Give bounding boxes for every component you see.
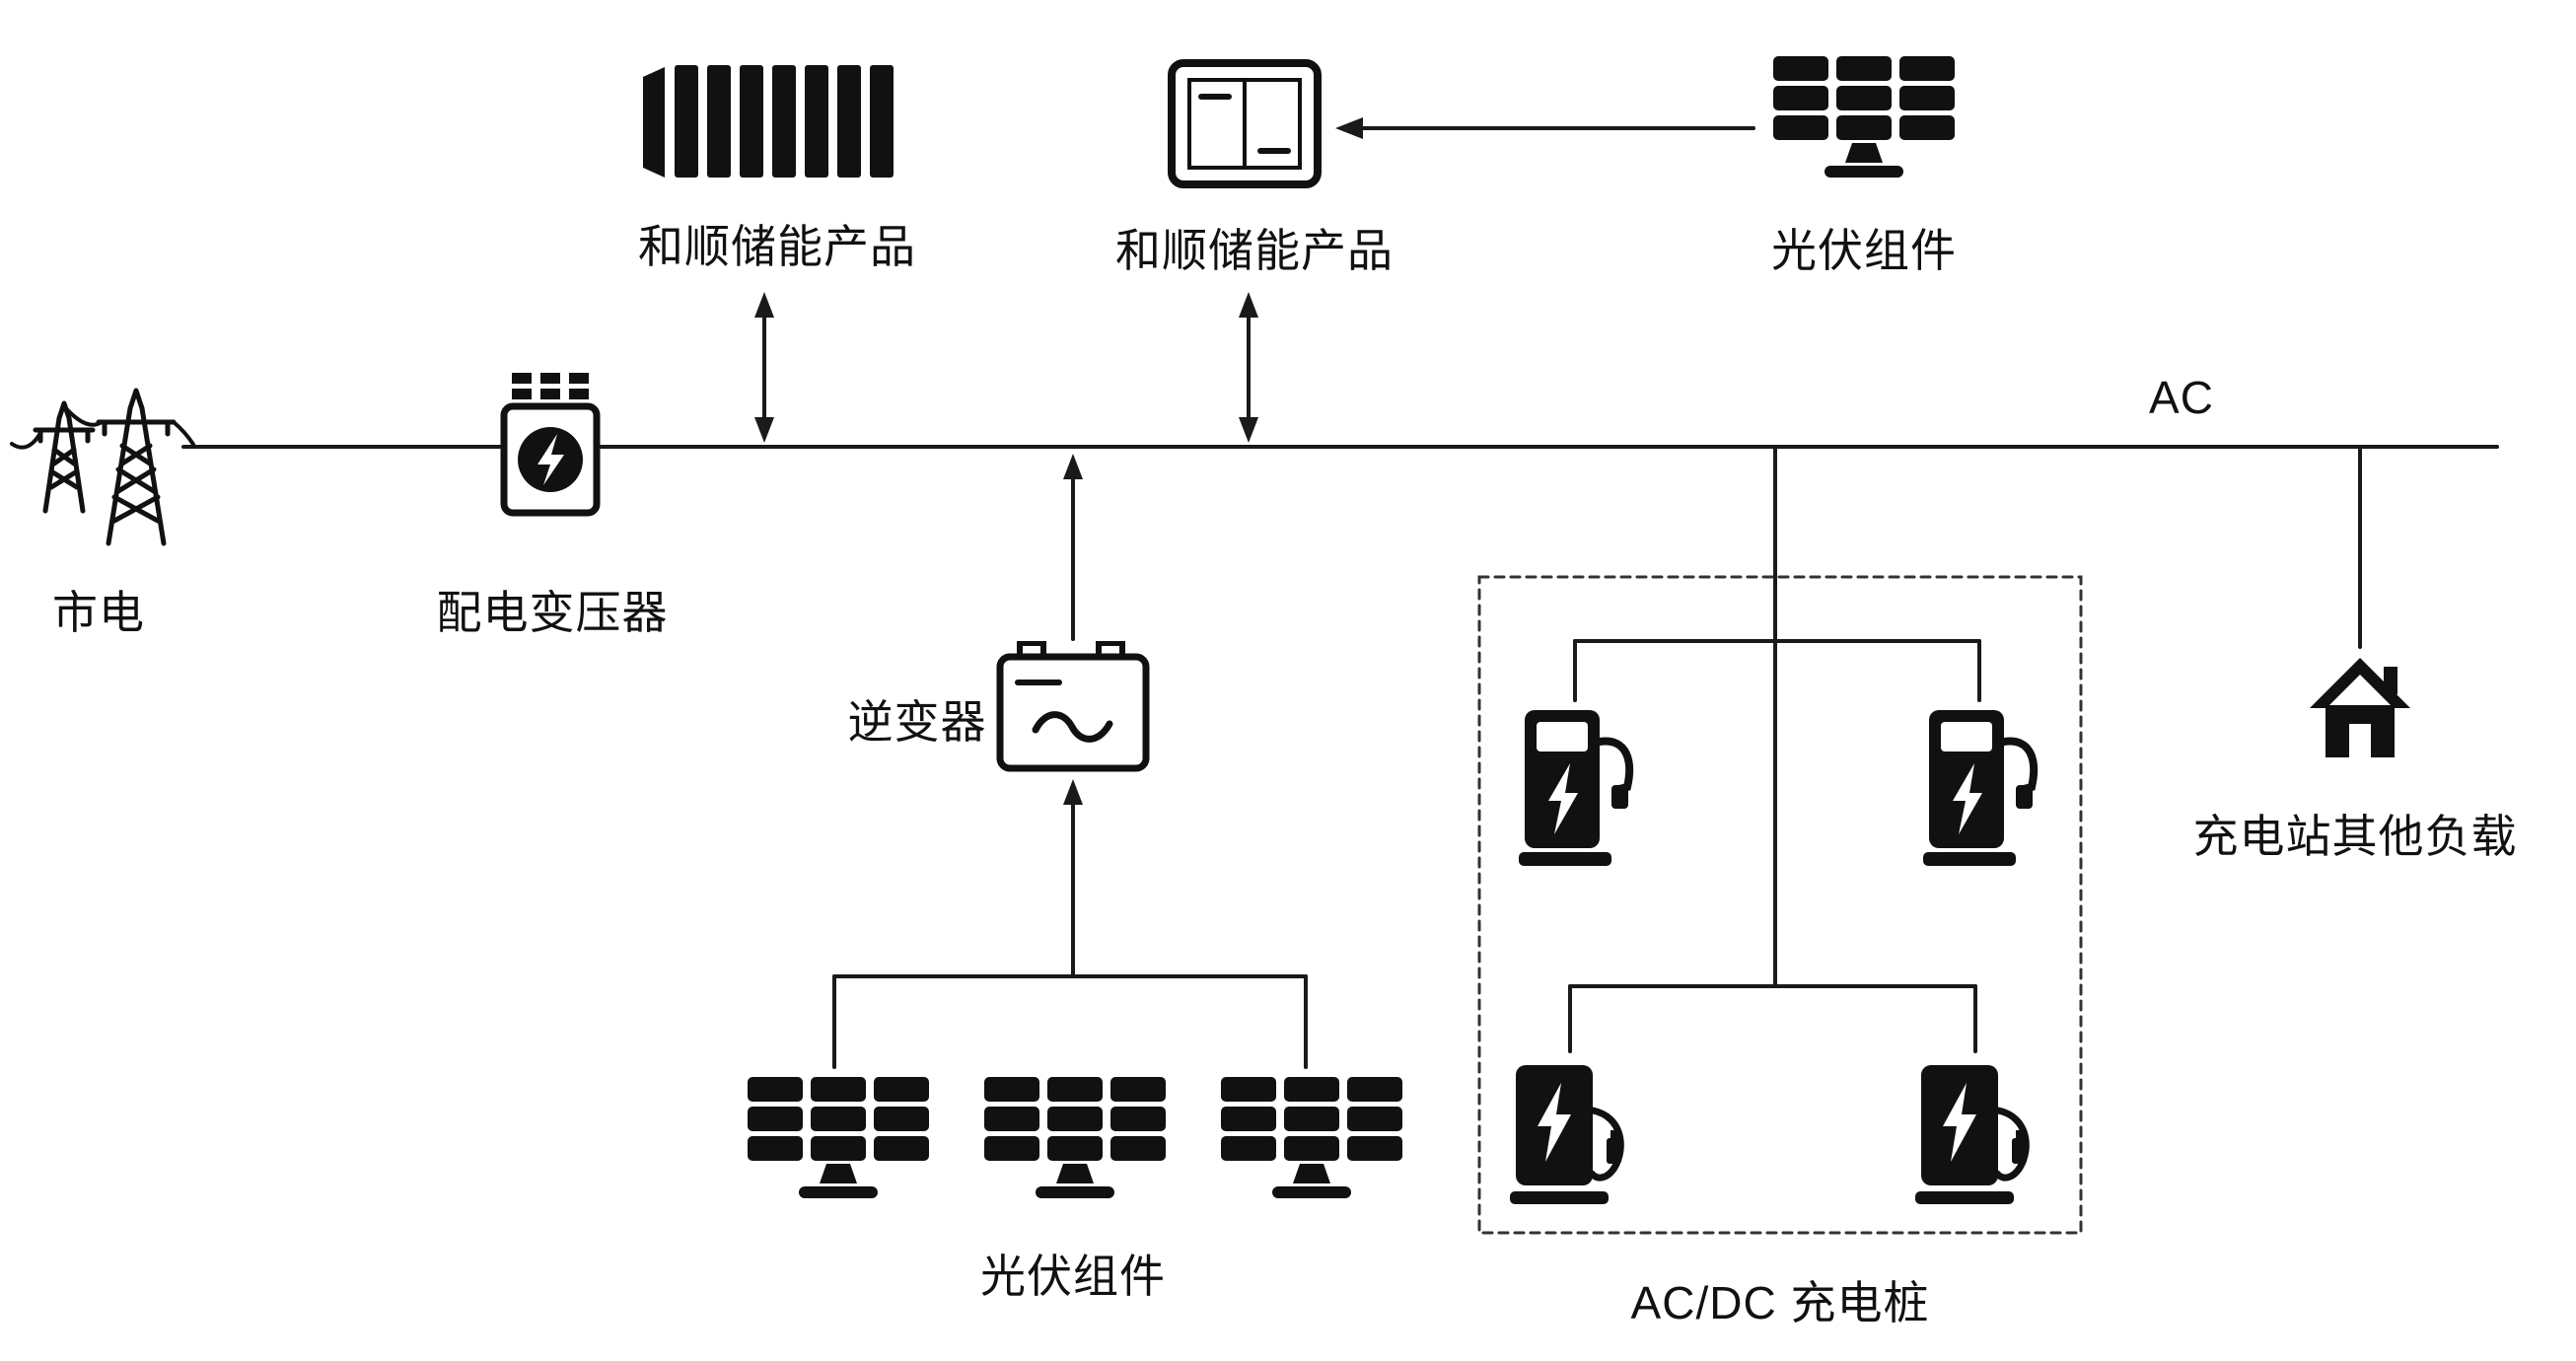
transformer-icon: [500, 373, 601, 517]
dc-charger-icon-1: [1510, 1065, 1624, 1204]
inverter-label: 逆变器: [847, 696, 987, 748]
charger-group-label: AC/DC 充电桩: [1630, 1277, 1930, 1328]
storage-cabinet-icon: [1168, 59, 1322, 188]
pv-module-icon-top: [1773, 56, 1955, 178]
charger-group-box: [1477, 575, 2083, 1235]
pv-top-label: 光伏组件: [1771, 225, 1957, 276]
ac-charger-icon-1: [1519, 710, 1634, 866]
pv-module-icon-2: [984, 1077, 1166, 1198]
inverter-icon: [996, 641, 1150, 772]
storage-container-icon: [643, 65, 894, 178]
storage-cabinet-label: 和顺储能产品: [1115, 225, 1394, 276]
ac-bus-label: AC: [2149, 372, 2214, 423]
pv-bottom-label: 光伏组件: [980, 1251, 1166, 1302]
ac-charger-icon-2: [1923, 710, 2039, 866]
storage-container-label: 和顺储能产品: [638, 221, 916, 272]
other-loads-label: 充电站其他负载: [2192, 811, 2518, 862]
pv-module-icon-1: [748, 1077, 929, 1198]
house-icon: [2310, 658, 2410, 757]
utility-grid-tower-icon: [10, 388, 195, 546]
dc-charger-icon-2: [1915, 1065, 2030, 1204]
transformer-label: 配电变压器: [436, 587, 669, 638]
grid-label: 市电: [52, 587, 145, 638]
pv-module-icon-3: [1221, 1077, 1402, 1198]
